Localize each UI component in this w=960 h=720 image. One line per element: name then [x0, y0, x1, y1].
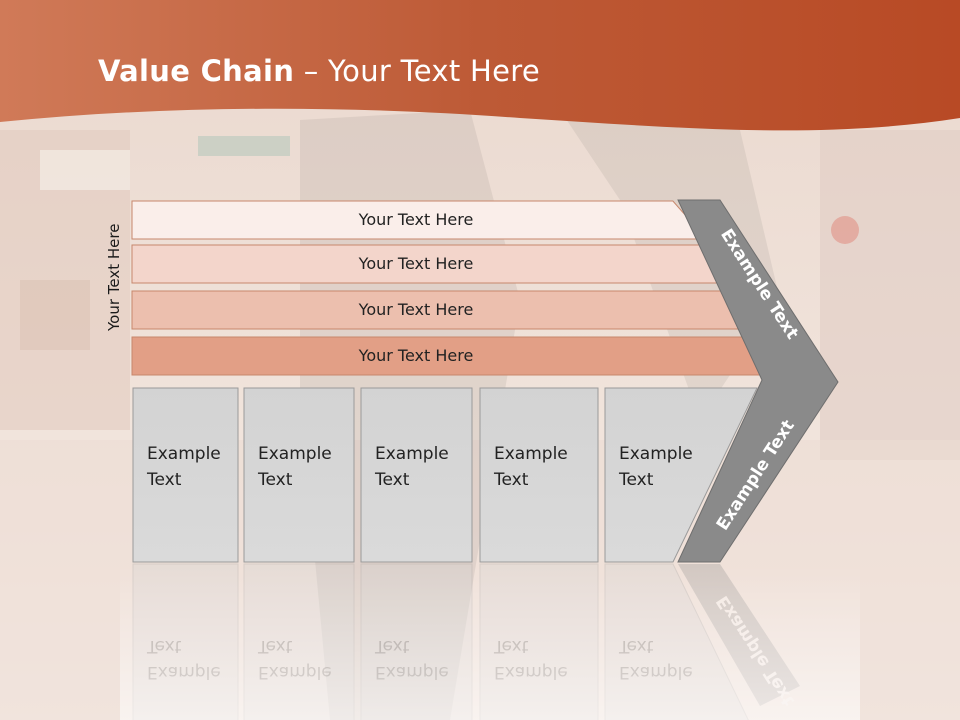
- title-bold: Value Chain: [98, 54, 295, 88]
- bg-window-2: [40, 150, 130, 190]
- support-row-label: Your Text Here: [358, 254, 474, 273]
- support-row-label: Your Text Here: [358, 300, 474, 319]
- primary-box: [479, 387, 599, 563]
- primary-box: [360, 387, 473, 563]
- bg-window-1: [20, 280, 90, 350]
- primary-box: [604, 387, 758, 563]
- primary-box-label-line2: Text: [146, 470, 182, 490]
- primary-box-label-line2: Text: [493, 470, 529, 490]
- chevron-arrow: [677, 199, 839, 563]
- primary-box-label-line1: Example: [375, 444, 449, 464]
- primary-box-label-line1: Example: [619, 444, 693, 464]
- bg-traffic-light: [831, 216, 859, 244]
- primary-box: [132, 387, 239, 563]
- reflection-fade: [120, 565, 860, 720]
- primary-box-label-line2: Text: [257, 470, 293, 490]
- side-label: Your Text Here: [105, 223, 123, 331]
- primary-box-label-line1: Example: [258, 444, 332, 464]
- primary-box-label-line1: Example: [494, 444, 568, 464]
- primary-box-label-line1: Example: [147, 444, 221, 464]
- primary-box-label-line2: Text: [618, 470, 654, 490]
- slide-title: Value Chain – Your Text Here: [98, 54, 540, 88]
- title-rest: – Your Text Here: [294, 54, 540, 88]
- support-row-label: Your Text Here: [358, 210, 474, 229]
- header-banner: [0, 0, 960, 131]
- support-row-label: Your Text Here: [358, 346, 474, 365]
- bg-street-sign: [198, 136, 290, 156]
- primary-box-label-line2: Text: [374, 470, 410, 490]
- primary-box: [243, 387, 355, 563]
- support-row: [131, 336, 827, 376]
- bg-building-right: [820, 130, 960, 460]
